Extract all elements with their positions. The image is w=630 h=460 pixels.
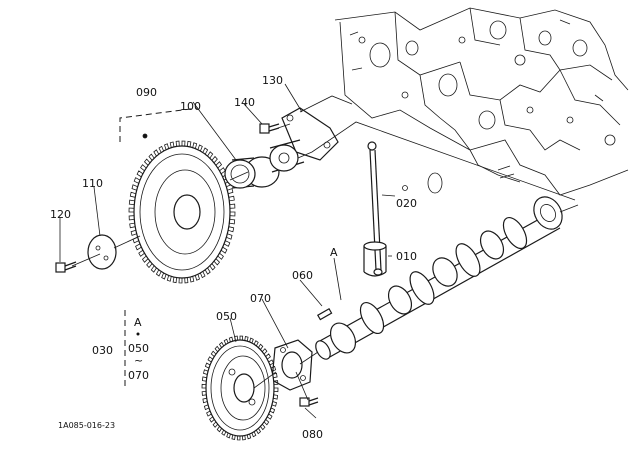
label-110: 110 [82,177,103,190]
camshaft [315,196,579,360]
thrust-plate [271,339,313,391]
label-050: 050 [216,310,237,323]
label-020: 020 [396,197,417,210]
shaft-bolt [259,123,280,134]
cam-gear [201,335,279,441]
label-120: 120 [50,208,71,221]
label-140: 140 [234,96,255,109]
label-090: 090 [136,86,157,99]
set-tilde: ~ [134,354,143,367]
label-130: 130 [262,74,283,87]
leader-lines [59,83,396,419]
idle-gear-shaft [269,107,339,173]
marker-a-label: A [330,246,338,259]
label-060: 060 [292,269,313,282]
idle-gear-collar [87,234,117,270]
label-070: 070 [250,292,271,305]
cam-gear-teeth [201,335,279,441]
label-080: 080 [302,428,323,441]
collar-bolt [55,261,77,273]
tappet [363,241,387,277]
assembly-lines [71,95,576,401]
set-group-030: 030 A 050 ~ 070 [92,310,149,388]
figure-code: 1A085-016-23 [58,421,115,430]
idle-gear-teeth [128,140,236,284]
push-rod [367,141,383,276]
set-to: 070 [128,369,149,382]
label-100: 100 [180,100,201,113]
set-ref-a: A [134,316,142,329]
woodruff-key [316,307,333,321]
idle-gear-bracket [119,107,199,142]
label-030: 030 [92,344,113,357]
part-labels: 010 020 060 070 050 080 090 100 140 130 … [50,74,417,441]
set-from: 050 [128,342,149,355]
idle-gear-bushing [224,156,280,189]
label-010: 010 [396,250,417,263]
plate-bolt [299,397,319,407]
engine-block [334,7,629,196]
idle-gear [128,133,236,284]
